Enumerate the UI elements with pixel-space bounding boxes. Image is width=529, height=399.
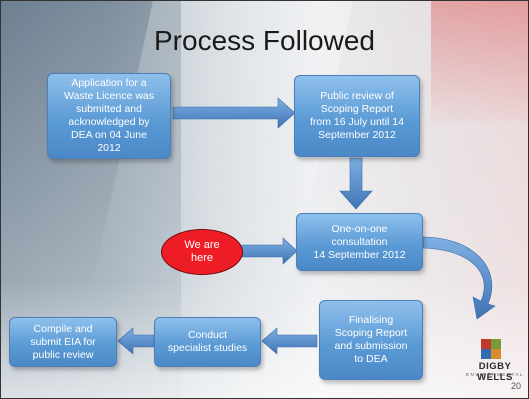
flow-step-label: Conduct specialist studies	[167, 329, 248, 354]
we-are-here-marker: We are here	[161, 229, 243, 275]
flow-step-application: Application for a Waste Licence was subm…	[47, 73, 171, 159]
flow-step-compile-eia: Compile and submit EIA for public review	[9, 317, 117, 367]
flow-step-specialist-studies: Conduct specialist studies	[154, 317, 261, 367]
arrow-curved	[422, 236, 496, 320]
flow-step-label: Public review of Scoping Report from 16 …	[310, 90, 404, 141]
flow-step-label: Compile and submit EIA for public review	[30, 322, 96, 361]
arrow-right	[172, 97, 296, 129]
logo-tagline: ENVIRONMENTAL	[466, 372, 524, 377]
logo-name: DIGBY WELLS	[477, 361, 513, 383]
flow-step-label: Application for a Waste Licence was subm…	[63, 77, 155, 154]
flow-step-consultation: One-on-one consultation 14 September 201…	[296, 213, 423, 271]
flow-step-label: Finalising Scoping Report and submission…	[334, 314, 408, 365]
flow-step-finalising: Finalising Scoping Report and submission…	[319, 300, 423, 380]
page-number: 20	[510, 381, 521, 391]
logo-mark-icon	[481, 339, 501, 359]
flow-step-public-review: Public review of Scoping Report from 16 …	[294, 75, 420, 157]
company-logo: DIGBY WELLS ENVIRONMENTAL	[463, 339, 527, 383]
arrow-right	[241, 237, 298, 265]
slide-title: Process Followed	[154, 25, 375, 56]
flow-step-label: One-on-one consultation 14 September 201…	[313, 222, 406, 261]
arrow-left	[117, 327, 155, 355]
arrow-left	[261, 327, 318, 355]
arrow-down	[339, 157, 373, 210]
